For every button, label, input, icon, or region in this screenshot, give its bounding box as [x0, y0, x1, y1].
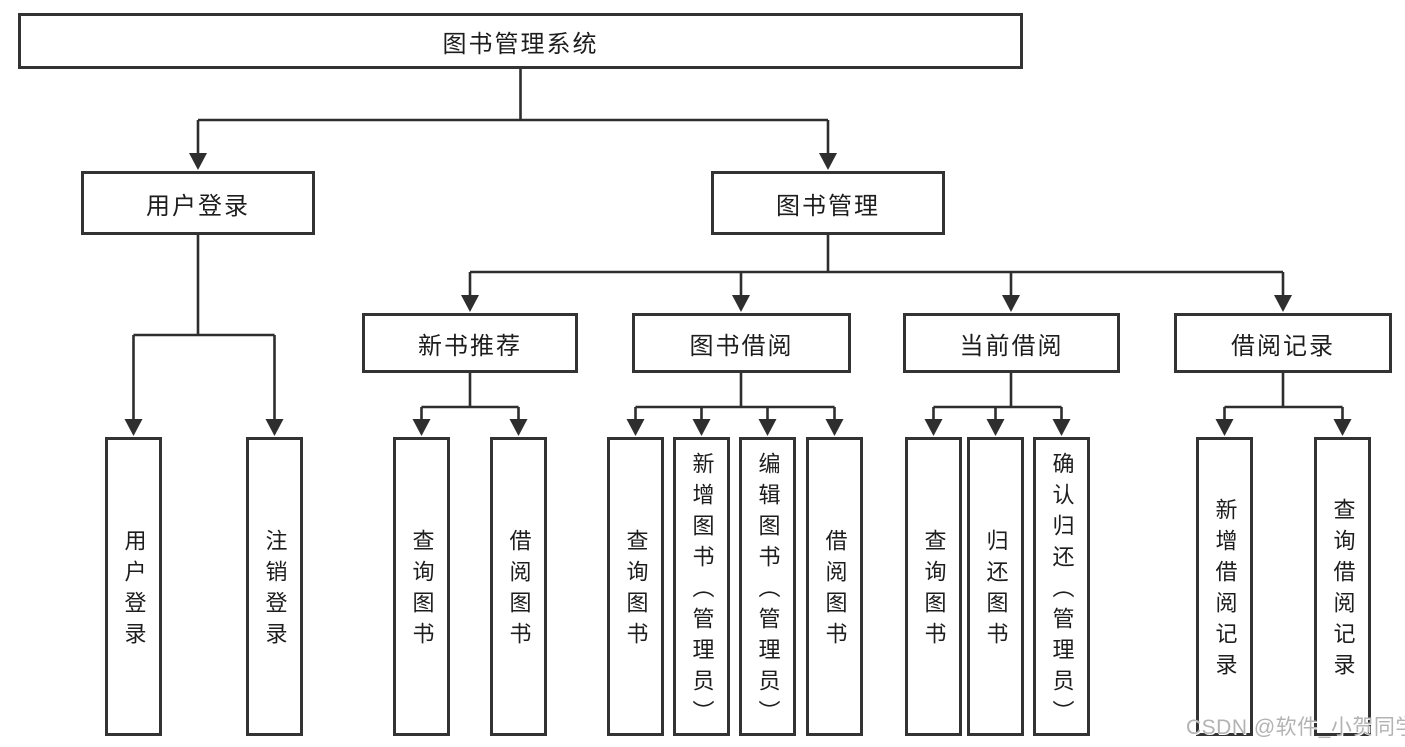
arrow-down-icon	[758, 419, 777, 436]
leaf-current-confirm-return-admin: 确认归还（管理员）	[1033, 437, 1090, 736]
leaf-borrow-edit-book-admin-label: 编辑图书（管理员）	[755, 451, 781, 731]
connector-path	[132, 69, 1344, 422]
arrow-down-icon	[692, 419, 711, 436]
node-user-login-label: 用户登录	[146, 192, 250, 220]
leaf-borrow-borrow-books-label: 借阅图书	[822, 529, 848, 653]
arrow-down-icon	[819, 153, 837, 170]
node-new-book-recommend-label: 新书推荐	[418, 332, 522, 360]
leaf-current-query-books: 查询图书	[905, 437, 962, 736]
leaf-borrow-edit-book-admin: 编辑图书（管理员）	[739, 437, 796, 736]
node-root-label: 图书管理系统	[442, 30, 599, 58]
leaf-current-query-books-label: 查询图书	[921, 529, 947, 653]
arrow-down-icon	[1052, 419, 1071, 436]
arrow-down-icon	[924, 419, 943, 436]
leaf-borrow-query-books-label: 查询图书	[623, 529, 649, 653]
arrow-down-icon	[1333, 419, 1352, 436]
leaf-newbook-borrow-books-label: 借阅图书	[506, 529, 532, 653]
node-borrowing-records-label: 借阅记录	[1231, 332, 1335, 360]
leaf-newbook-query-books: 查询图书	[393, 437, 450, 736]
leaf-current-return-books: 归还图书	[967, 437, 1024, 736]
node-root: 图书管理系统	[18, 13, 1023, 69]
watermark: CSDN @软件_小贺同学	[1186, 716, 1405, 739]
arrow-down-icon	[509, 419, 528, 436]
leaf-borrow-query-books: 查询图书	[607, 437, 664, 736]
arrow-down-icon	[265, 419, 284, 436]
arrow-down-icon	[412, 419, 431, 436]
arrow-down-icon	[986, 419, 1005, 436]
arrow-down-icon	[189, 153, 207, 170]
leaf-current-confirm-return-admin-label: 确认归还（管理员）	[1049, 451, 1075, 731]
leaf-borrow-add-book-admin: 新增图书（管理员）	[673, 437, 730, 736]
node-new-book-recommend: 新书推荐	[362, 313, 578, 373]
arrow-down-icon	[825, 419, 844, 436]
leaf-records-add-record: 新增借阅记录	[1196, 437, 1253, 736]
leaf-records-query-record-label: 查询借阅记录	[1330, 498, 1356, 684]
leaf-records-query-record: 查询借阅记录	[1314, 437, 1371, 736]
leaf-borrow-borrow-books: 借阅图书	[806, 437, 863, 736]
leaf-borrow-add-book-admin-label: 新增图书（管理员）	[689, 451, 715, 731]
node-current-borrowing-label: 当前借阅	[959, 332, 1064, 360]
node-borrowing-records: 借阅记录	[1174, 313, 1392, 373]
node-book-management-label: 图书管理	[776, 192, 880, 220]
leaf-user-login-label: 用户登录	[121, 529, 147, 653]
node-book-borrowing: 图书借阅	[632, 313, 851, 373]
leaf-current-return-books-label: 归还图书	[983, 529, 1009, 653]
arrow-down-icon	[124, 419, 143, 436]
arrow-down-icon	[732, 295, 750, 312]
leaf-user-login: 用户登录	[105, 437, 162, 736]
leaf-newbook-borrow-books: 借阅图书	[490, 437, 547, 736]
arrow-down-icon	[626, 419, 645, 436]
arrow-down-icon	[1274, 295, 1292, 312]
node-book-borrowing-label: 图书借阅	[689, 332, 794, 360]
arrow-down-icon	[1002, 295, 1020, 312]
node-book-management: 图书管理	[711, 171, 945, 235]
leaf-records-add-record-label: 新增借阅记录	[1212, 498, 1238, 684]
arrow-down-icon	[1215, 419, 1234, 436]
node-user-login: 用户登录	[81, 171, 315, 235]
leaf-newbook-query-books-label: 查询图书	[409, 529, 435, 653]
leaf-logout-label: 注销登录	[262, 529, 288, 653]
leaf-logout: 注销登录	[246, 437, 303, 736]
arrow-down-icon	[461, 295, 479, 312]
node-current-borrowing: 当前借阅	[903, 313, 1120, 373]
